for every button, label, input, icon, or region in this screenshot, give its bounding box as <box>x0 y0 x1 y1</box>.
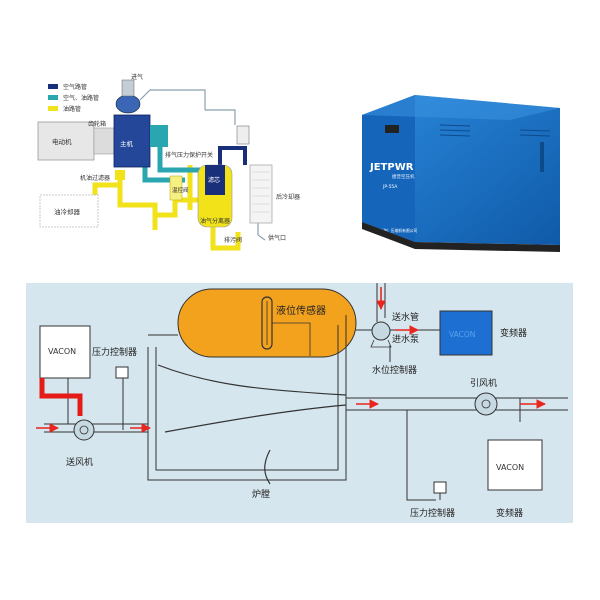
oil-cooler <box>39 194 99 228</box>
induced-fan-label: 引风机 <box>470 377 497 389</box>
legend: 空气路管 空气、油路管 油路管 <box>48 83 99 113</box>
legend-air-oil: 空气、油路管 <box>63 94 99 102</box>
oil-block <box>150 125 168 147</box>
vacon-mid <box>439 310 493 356</box>
motor-label: 电动机 <box>52 137 72 146</box>
legend-swatch-oil <box>48 106 58 111</box>
compressor-schematic: 空气路管 空气、油路管 油路管 <box>37 73 300 251</box>
legend-air: 空气路管 <box>63 83 87 91</box>
oil-filter <box>115 170 125 180</box>
water-pipe-label: 送水管 <box>392 311 419 323</box>
separator-label: 油气分离器 <box>200 217 230 225</box>
inverter-mid-label: 变频器 <box>500 327 527 339</box>
controller-screen <box>385 125 399 133</box>
vacon-left <box>39 325 91 379</box>
water-ctrl-label: 水位控制器 <box>372 364 417 376</box>
fan-icon <box>73 419 95 441</box>
furnace-curves <box>157 364 347 485</box>
pressure-ctrl-bottom-box <box>433 481 447 494</box>
drain-label: 排污阀 <box>224 236 242 244</box>
brand-logo: JETPWR <box>369 162 414 173</box>
legend-swatch-air <box>48 84 58 89</box>
airend-label: 主机 <box>120 139 134 148</box>
outlet-label: 供气口 <box>268 234 286 242</box>
exhaust-switch-label: 排气压力保护开关 <box>165 151 213 159</box>
legend-oil: 油路管 <box>63 105 81 113</box>
pipe-network <box>44 283 568 501</box>
fan-left-label: 送风机 <box>66 456 93 468</box>
legend-swatch-air-oil <box>48 95 58 100</box>
model-label: JP-55A <box>382 184 398 190</box>
level-sensor-label: 液位传感器 <box>276 304 326 317</box>
temp-valve <box>169 175 183 201</box>
sensor-box-icon <box>115 366 129 379</box>
water-pump-label: 进水泵 <box>392 333 419 345</box>
pressure-ctrl-bottom-label: 压力控制器 <box>410 507 455 519</box>
furnace-label: 炉膛 <box>252 488 270 500</box>
coupling <box>93 127 115 155</box>
coupling-label: 齿轮箱 <box>88 120 106 128</box>
oil-cooler-label: 油冷却器 <box>54 207 81 216</box>
airend <box>113 114 151 168</box>
separator-core <box>205 165 225 195</box>
intake-valve <box>121 79 135 97</box>
temp-valve-label: 温控阀 <box>172 186 189 194</box>
air-inlet-label: 进气 <box>131 73 143 81</box>
induced-fan-icon <box>474 392 498 416</box>
safety-valve <box>236 125 250 145</box>
vacon-left-label: VACON <box>48 347 76 356</box>
vacon-right <box>487 439 543 491</box>
aftercooler-label: 后冷却器 <box>276 193 300 201</box>
boiler-control-diagram: 液位传感器 <box>26 283 573 523</box>
oil-filter-label: 机油过滤器 <box>80 174 110 182</box>
core-label: 滤芯 <box>208 176 220 184</box>
intake-filter <box>115 94 141 114</box>
pressure-ctrl-top-label: 压力控制器 <box>92 346 137 358</box>
red-power-cable <box>39 378 83 416</box>
cabinet-front <box>362 95 415 242</box>
vacon-mid-label: VACON <box>449 330 475 339</box>
pump-icon <box>371 321 391 341</box>
aftercooler <box>249 164 273 224</box>
inverter-bottom-label: 变频器 <box>496 507 523 519</box>
brand-sub: 捷普空压机 <box>392 173 415 180</box>
compressor-cabinet-photo: JETPWR 捷普空压机 JP-55A 捷普（上海）压缩机有限公司 <box>362 95 560 252</box>
vacon-right-label: VACON <box>496 463 524 472</box>
cabinet-footer: 捷普（上海）压缩机有限公司 <box>368 228 418 233</box>
flow-arrows <box>36 287 546 433</box>
